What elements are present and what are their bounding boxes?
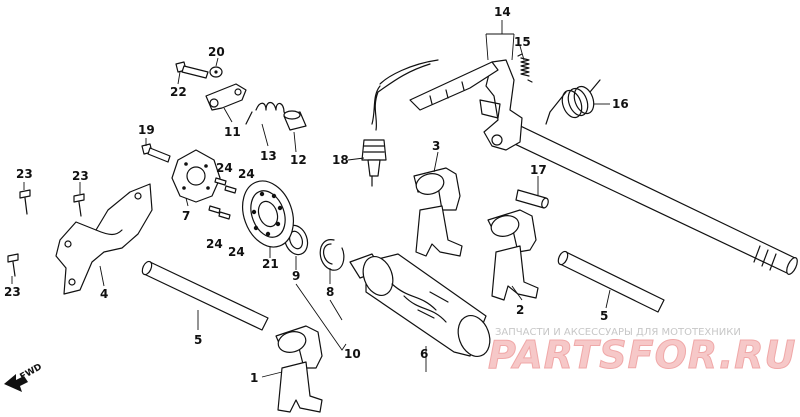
bracket-screw-top-left xyxy=(19,189,31,215)
callout-12: 12 xyxy=(290,153,307,167)
callout-8: 8 xyxy=(326,285,334,299)
callout-23-top-right: 23 xyxy=(72,169,89,183)
drum-pins xyxy=(208,177,237,220)
callout-24-a: 24 xyxy=(216,161,233,175)
callout-leaders xyxy=(11,20,611,378)
callout-23-top-left: 23 xyxy=(16,167,33,181)
forward-label: FWD xyxy=(19,362,44,382)
bracket-screw-top-right xyxy=(73,193,85,217)
callout-labels: 1 2 3 4 5 5 6 7 8 9 10 11 12 13 14 15 16… xyxy=(4,5,629,385)
dowel-pin xyxy=(515,189,549,209)
return-spring xyxy=(517,53,533,83)
callout-24-b: 24 xyxy=(238,167,255,181)
callout-14: 14 xyxy=(494,5,511,19)
collar xyxy=(283,110,307,131)
callout-10: 10 xyxy=(344,347,361,361)
callout-5-left: 5 xyxy=(194,333,202,347)
torsion-spring xyxy=(545,79,601,125)
bearing xyxy=(242,180,294,248)
fork-shaft-left xyxy=(141,260,269,331)
arm-washer xyxy=(209,66,223,78)
bracket-screw-bottom xyxy=(7,253,19,277)
bracket-plate xyxy=(55,183,153,295)
callout-1: 1 xyxy=(250,371,258,385)
callout-20: 20 xyxy=(208,45,225,59)
watermark: ЗАПЧАСТИ И АКСЕССУАРЫ ДЛЯ МОТОТЕХНИКИ PA… xyxy=(488,327,796,378)
callout-4: 4 xyxy=(100,287,108,301)
neutral-switch xyxy=(361,59,439,187)
shift-fork-left xyxy=(275,325,323,413)
callout-16: 16 xyxy=(612,97,629,111)
fork-shaft-right xyxy=(557,250,665,313)
callout-24-d: 24 xyxy=(228,245,245,259)
callout-18: 18 xyxy=(332,153,349,167)
stopper-bolt xyxy=(141,143,171,163)
callout-2: 2 xyxy=(516,303,524,317)
callout-15: 15 xyxy=(514,35,531,49)
stopper-arm xyxy=(205,83,247,111)
shift-fork-right xyxy=(487,209,539,301)
forward-arrow: FWD xyxy=(4,362,44,392)
callout-3: 3 xyxy=(432,139,440,153)
callout-17: 17 xyxy=(530,163,547,177)
callout-7: 7 xyxy=(182,209,190,223)
callout-21: 21 xyxy=(262,257,279,271)
callout-19: 19 xyxy=(138,123,155,137)
drum-center xyxy=(171,149,221,203)
callout-23-bottom: 23 xyxy=(4,285,21,299)
callout-22: 22 xyxy=(170,85,187,99)
callout-24-c: 24 xyxy=(206,237,223,251)
callout-11: 11 xyxy=(224,125,241,139)
circlip xyxy=(319,239,345,271)
shift-drum xyxy=(349,253,491,357)
shift-fork-center xyxy=(413,167,463,257)
stopper-spring xyxy=(245,101,291,125)
watermark-brand: PARTSFOR.RU xyxy=(488,333,796,377)
callout-5-right: 5 xyxy=(600,309,608,323)
callout-13: 13 xyxy=(260,149,277,163)
arm-bolt xyxy=(175,61,209,79)
callout-6: 6 xyxy=(420,347,428,361)
callout-9: 9 xyxy=(292,269,300,283)
shift-arm-plate xyxy=(409,59,523,151)
watermark-caption: ЗАПЧАСТИ И АКСЕССУАРЫ ДЛЯ МОТОТЕХНИКИ xyxy=(495,327,741,338)
